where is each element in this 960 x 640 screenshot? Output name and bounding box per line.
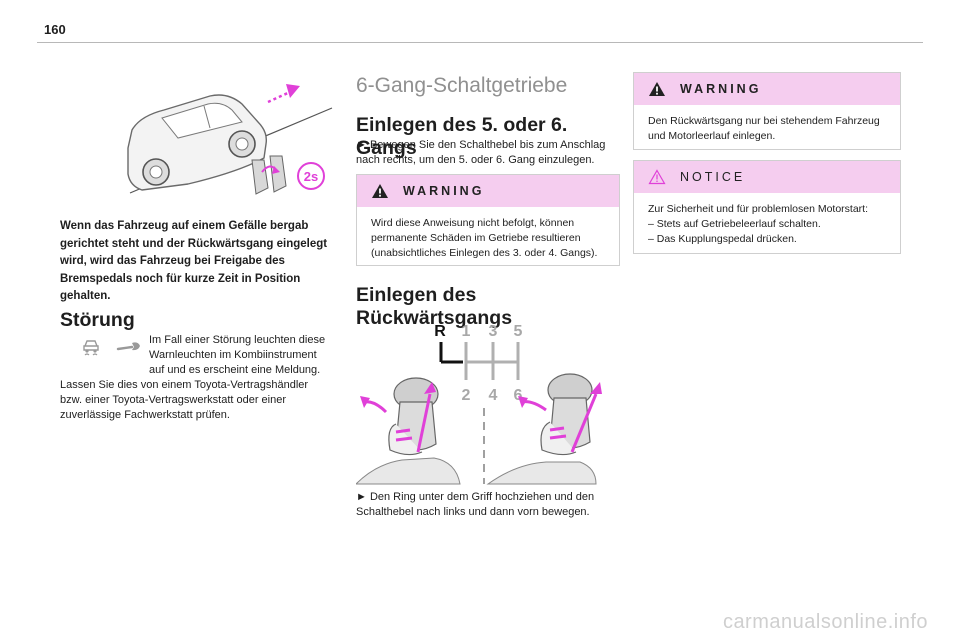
section-heading-reverse: Einlegen des Rückwärtsgangs bbox=[356, 284, 513, 329]
warning-box-middle: WARNING Wird diese Anweisung nicht befol… bbox=[356, 174, 620, 266]
gear-shift-diagram: R 1 3 5 2 4 6 bbox=[434, 323, 523, 404]
notice-item: – Stets auf Getriebeleerlauf schalten. bbox=[648, 218, 821, 230]
wrench-icon bbox=[116, 342, 140, 351]
warning-title: WARNING bbox=[403, 184, 485, 198]
hill-hold-paragraph: Wenn das Fahrzeug auf einem Gefälle berg… bbox=[60, 220, 328, 302]
reverse-gear-hand-illustration bbox=[356, 373, 602, 485]
notice-title: NOTICE bbox=[680, 170, 746, 184]
page-number: 160 bbox=[44, 22, 66, 37]
notice-triangle-icon bbox=[648, 169, 666, 185]
right-hand-on-lever bbox=[486, 373, 602, 485]
gear-label-r: R bbox=[434, 323, 446, 340]
car-on-slope-illustration bbox=[127, 84, 333, 194]
notice-body: Zur Sicherheit und für problemlosen Moto… bbox=[634, 193, 900, 256]
notice-box-header: NOTICE bbox=[634, 161, 900, 193]
gear-5-6-instruction: ► Bewegen Sie den Schalthebel bis zum An… bbox=[356, 139, 606, 166]
warning-box-right: WARNING Den Rückwärtsgang nur bei stehen… bbox=[633, 72, 901, 150]
traction-warning-icon bbox=[83, 340, 99, 356]
warning-box-header: WARNING bbox=[357, 175, 619, 207]
gear-label-6: 6 bbox=[514, 387, 523, 404]
gear-label-2: 2 bbox=[462, 387, 471, 404]
warning-triangle-icon bbox=[649, 82, 665, 96]
warning-body-right: Den Rückwärtsgang nur bei stehendem Fahr… bbox=[648, 115, 880, 142]
fault-heading: Störung bbox=[60, 309, 135, 331]
top-divider bbox=[37, 42, 923, 43]
gear-label-4: 4 bbox=[489, 387, 498, 404]
warning-title: WARNING bbox=[680, 82, 762, 96]
watermark-text: carmanualsonline.info bbox=[722, 611, 928, 633]
warning-box-header: WARNING bbox=[634, 73, 900, 105]
direction-arrow-icon bbox=[267, 84, 300, 104]
notice-item: – Das Kupplungspedal drücken. bbox=[648, 233, 797, 245]
timer-2s-badge: 2s bbox=[297, 162, 325, 190]
notice-box: NOTICE Zur Sicherheit und für problemlos… bbox=[633, 160, 901, 254]
warning-body-middle: Wird diese Anweisung nicht befolgt, könn… bbox=[371, 217, 598, 259]
reverse-gear-instruction: ► Den Ring unter dem Griff hochziehen un… bbox=[356, 491, 595, 518]
section-heading-gear-5-6: Einlegen des 5. oder 6. Gangs bbox=[356, 114, 568, 159]
fault-text-workshop: Lassen Sie dies von einem Toyota-Vertrag… bbox=[60, 379, 309, 421]
notice-intro: Zur Sicherheit und für problemlosen Moto… bbox=[648, 203, 869, 215]
gear-label-5: 5 bbox=[514, 323, 523, 340]
brake-pedal-icon bbox=[251, 155, 287, 195]
left-hand-on-lever bbox=[356, 377, 461, 485]
gear-label-1: 1 bbox=[462, 323, 471, 340]
warning-triangle-icon bbox=[372, 184, 388, 198]
fault-text-intro: Im Fall einer Störung leuchten diese War… bbox=[149, 334, 326, 376]
gear-label-3: 3 bbox=[489, 323, 498, 340]
chapter-title: 6-Gang-Schaltgetriebe bbox=[356, 74, 568, 97]
